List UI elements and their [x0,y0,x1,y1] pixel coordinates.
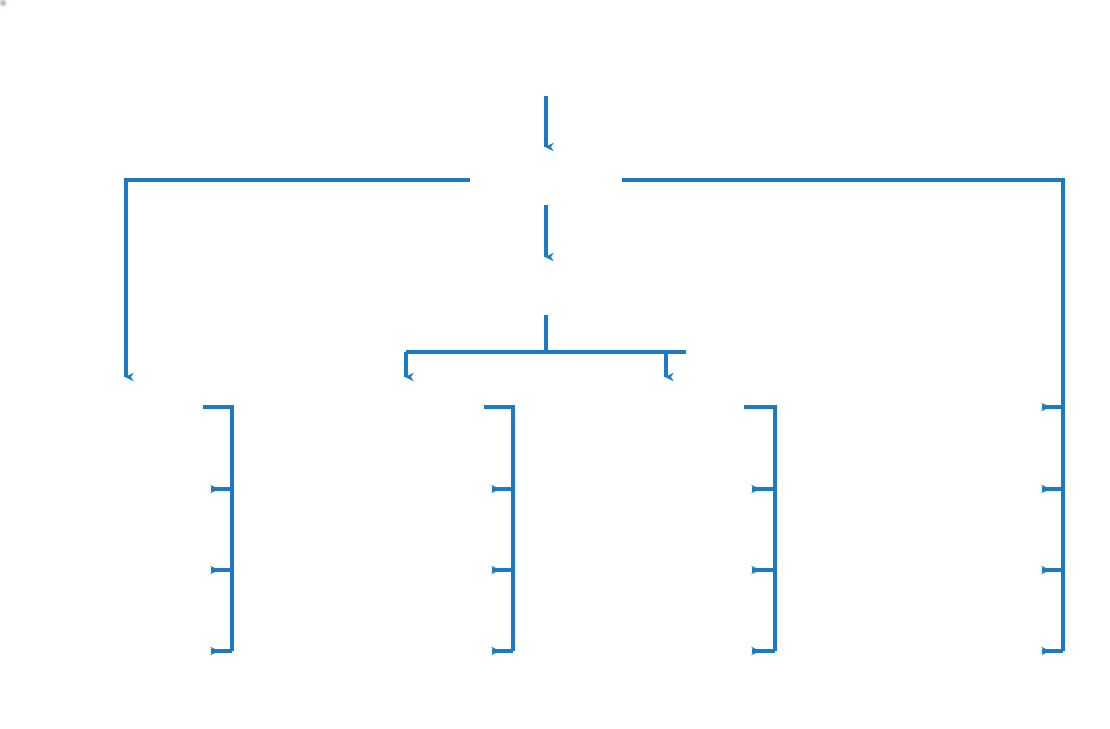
connector-bus-finance [203,405,234,651]
connector-chairman-to-finance-director [124,178,470,382]
node-contract-department[interactable] [0,0,2,2]
connector-chairman-to-research-center [622,178,1065,412]
connector-bus-deputy [744,405,777,651]
connector-bus-sales [484,405,515,651]
